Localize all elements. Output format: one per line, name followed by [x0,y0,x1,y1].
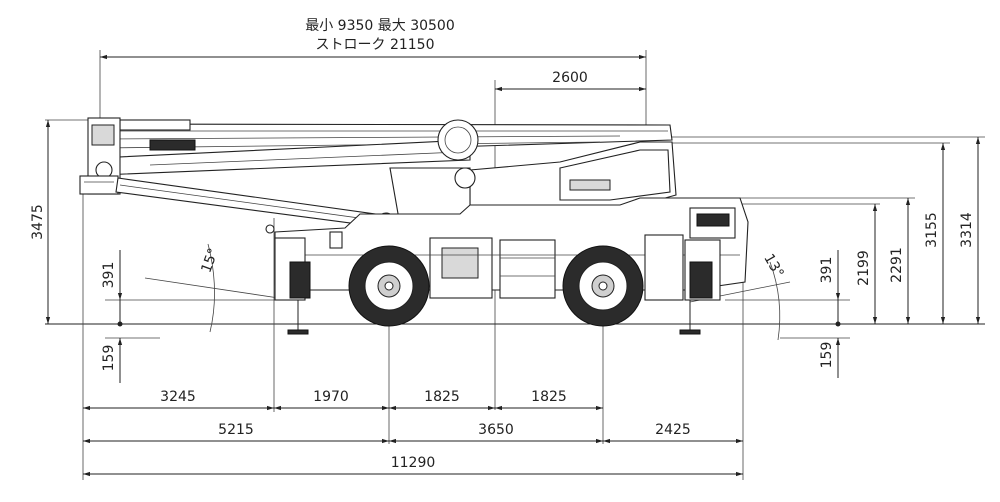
dimension-159-right: 159 [819,338,841,378]
rear-outrigger [644,234,721,335]
dimension-159-right-label: 159 [819,342,835,369]
dimension-391-left-label: 391 [101,262,117,289]
rear-wheel [562,245,644,327]
dimension-3475-label: 3475 [30,204,46,240]
dimension-159-left-label: 159 [101,345,117,372]
dim-1825b-label: 1825 [531,389,567,405]
dimension-3475: 3475 [30,120,51,324]
dim-1970-label: 1970 [313,389,349,405]
dimension-2291: 2291 [889,198,911,324]
bottom-dimensions-row-1: 3245 1970 1825 1825 [83,389,603,411]
dimension-3314: 3314 [959,137,981,324]
dimension-391-left: 391 [101,250,123,327]
dim-1825a-label: 1825 [424,389,460,405]
stroke-length-label: ストローク 21150 [316,37,435,53]
dim-2425-label: 2425 [655,422,691,438]
dimension-2600-label: 2600 [552,70,588,86]
boom-head [79,117,121,195]
dim-5215-label: 5215 [218,422,254,438]
dimension-2199: 2199 [856,204,878,324]
bottom-dimensions-row-3: 11290 [83,455,743,477]
dimension-391-right: 391 [819,250,841,327]
stroke-min-max-label: 最小 9350 最大 30500 [305,18,455,34]
crane-illustration [79,117,749,335]
dimension-3155: 3155 [924,143,946,324]
dimension-3155-label: 3155 [924,212,940,248]
dimension-391-right-label: 391 [819,257,835,284]
bottom-dimensions-row-2: 5215 3650 2425 [83,422,743,444]
front-approach-angle: 15° [144,243,293,333]
front-hook [265,224,343,249]
front-outrigger [274,237,311,335]
front-wheel [348,245,430,327]
rear-angle-label: 13° [760,251,786,281]
front-angle-label: 15° [198,246,222,275]
dimension-2291-label: 2291 [889,247,905,283]
dimension-159-left: 159 [101,338,123,383]
dim-3245-label: 3245 [160,389,196,405]
dimension-2199-label: 2199 [856,250,872,286]
dimension-3314-label: 3314 [959,212,975,248]
dim-11290-label: 11290 [391,455,436,471]
boom [97,119,673,176]
dim-3650-label: 3650 [478,422,514,438]
